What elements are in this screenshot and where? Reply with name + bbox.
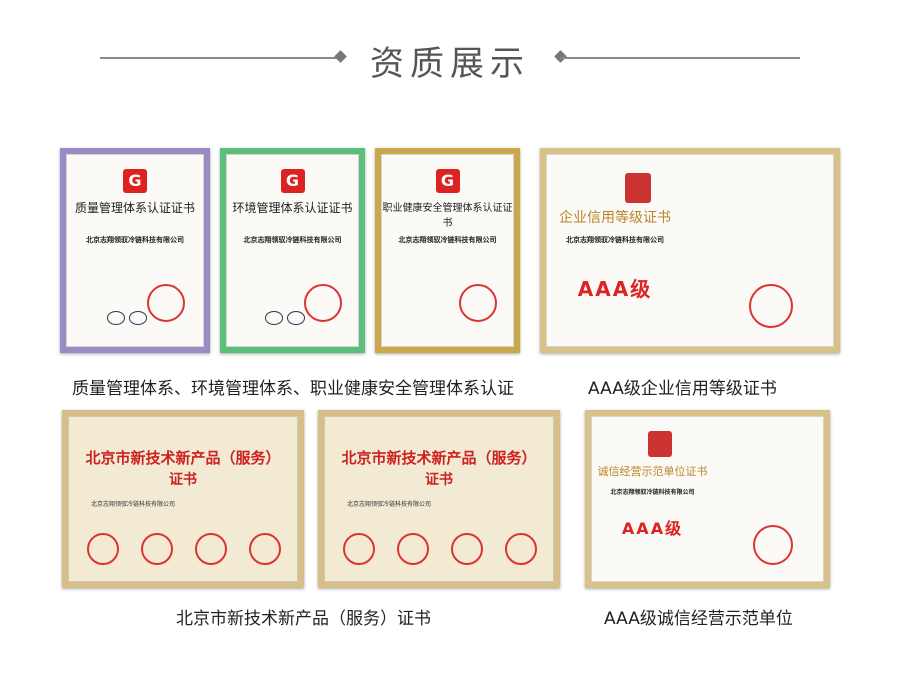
- seal-icon: [304, 284, 342, 322]
- seal-icon: [749, 284, 793, 328]
- credit-grade: AAA级: [621, 519, 684, 538]
- certificate-company: 北京志翔领驭冷链科技有限公司: [91, 501, 176, 508]
- certificate-title: 职业健康安全管理体系认证证书: [382, 203, 513, 229]
- certificate-company: 北京志翔领驭冷链科技有限公司: [86, 236, 184, 244]
- certificate-title: 企业信用等级证书: [559, 210, 671, 226]
- certificate-environment-management[interactable]: G 环境管理体系认证证书 北京志翔领驭冷链科技有限公司: [220, 148, 365, 353]
- certificate-enterprise-credit[interactable]: 企业信用等级证书 北京志翔领驭冷链科技有限公司 AAA级: [540, 148, 840, 353]
- certifier-logo-icon: G: [280, 169, 305, 193]
- accreditation-marks: [263, 310, 323, 325]
- seal-icon: [195, 533, 227, 565]
- certificate-company: 北京志翔领驭冷链科技有限公司: [610, 489, 695, 496]
- section-title: 资质展示: [370, 44, 530, 84]
- header-divider-right: [560, 57, 800, 59]
- certificate-title: 北京市新技术新产品（服务）: [341, 449, 537, 467]
- certifier-logo-icon: G: [435, 169, 460, 193]
- diamond-icon: [334, 50, 347, 63]
- cnas-mark-icon: [129, 311, 147, 325]
- seal-icon: [141, 533, 173, 565]
- certificate-quality-management[interactable]: G 质量管理体系认证证书 北京志翔领驭冷链科技有限公司: [60, 148, 210, 353]
- seal-icon: [459, 284, 497, 322]
- seal-icon: [397, 533, 429, 565]
- certificate-title: 环境管理体系认证证书: [232, 201, 353, 215]
- certificate-new-tech-product-2[interactable]: 北京市新技术新产品（服务） 证书 北京志翔领驭冷链科技有限公司: [318, 410, 560, 588]
- certificate-title: 北京市新技术新产品（服务）: [85, 449, 281, 467]
- caption-management-systems: 质量管理体系、环境管理体系、职业健康安全管理体系认证: [72, 379, 514, 399]
- certificate-company: 北京志翔领驭冷链科技有限公司: [398, 236, 497, 244]
- caption-credit-rating: AAA级企业信用等级证书: [588, 379, 777, 399]
- certificate-new-tech-product-1[interactable]: 北京市新技术新产品（服务） 证书 北京志翔领驭冷链科技有限公司: [62, 410, 304, 588]
- credit-emblem-icon: [648, 431, 672, 457]
- caption-integrity-unit: AAA级诚信经营示范单位: [604, 609, 793, 629]
- header-divider-left: [100, 57, 340, 59]
- certificate-company: 北京志翔领驭冷链科技有限公司: [347, 501, 432, 508]
- caption-new-tech-product: 北京市新技术新产品（服务）证书: [176, 609, 431, 629]
- iaf-mark-icon: [264, 311, 283, 325]
- certificate-ohs-management[interactable]: G 职业健康安全管理体系认证证书 北京志翔领驭冷链科技有限公司: [375, 148, 520, 353]
- seal-icon: [249, 533, 281, 565]
- certificate-subtitle: 证书: [425, 472, 453, 488]
- seal-icon: [451, 533, 483, 565]
- certificate-title: 诚信经营示范单位证书: [597, 465, 708, 478]
- credit-emblem-icon: [625, 173, 651, 203]
- seal-icon: [753, 525, 793, 565]
- certificate-company: 北京志翔领驭冷链科技有限公司: [243, 236, 342, 244]
- certificate-company: 北京志翔领驭冷链科技有限公司: [566, 236, 664, 244]
- certifier-logo-icon: G: [123, 169, 147, 193]
- certificate-subtitle: 证书: [169, 472, 197, 488]
- iaf-mark-icon: [107, 311, 125, 325]
- certificate-integrity-demonstration[interactable]: 诚信经营示范单位证书 北京志翔领驭冷链科技有限公司 AAA级: [585, 410, 830, 588]
- certificate-title: 质量管理体系认证证书: [74, 201, 195, 215]
- cnas-mark-icon: [286, 311, 305, 325]
- seal-icon: [505, 533, 537, 565]
- accreditation-marks: [105, 310, 165, 325]
- section-header: 资质展示: [0, 28, 900, 88]
- seal-icon: [147, 284, 185, 322]
- seal-icon: [343, 533, 375, 565]
- seal-icon: [87, 533, 119, 565]
- credit-grade: AAA级: [577, 277, 653, 301]
